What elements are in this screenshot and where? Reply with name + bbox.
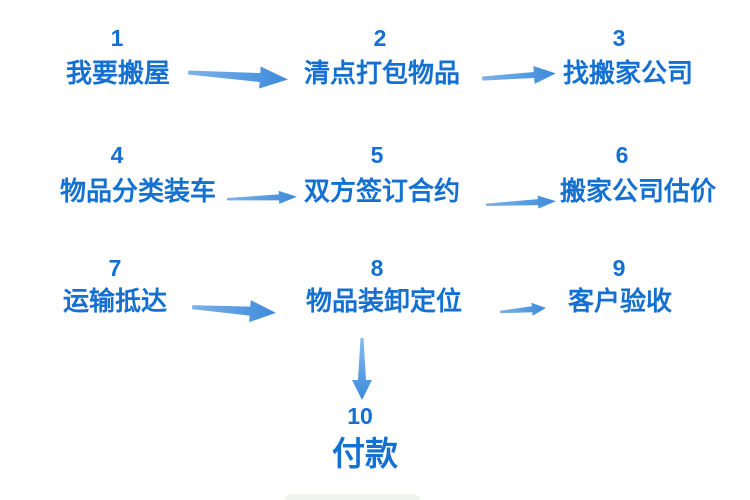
step-10-number: 10: [347, 403, 373, 429]
arrow-right-icon: [187, 66, 288, 89]
arrow-right-icon: [481, 65, 556, 84]
step-2-number: 2: [373, 25, 387, 51]
bottom-cutoff-shape: [285, 494, 420, 500]
step-3-label: 找搬家公司: [562, 58, 694, 88]
step-9-number: 9: [612, 255, 626, 281]
step-8-label: 物品装卸定位: [305, 286, 463, 316]
step-1-number: 1: [110, 25, 124, 51]
arrow-right-icon: [191, 300, 276, 323]
step-10-label: 付款: [332, 435, 398, 472]
step-5-number: 5: [370, 142, 384, 168]
step-2-label: 清点打包物品: [303, 58, 461, 88]
step-4-number: 4: [110, 142, 124, 168]
step-5-label: 双方签订合约: [303, 176, 461, 206]
step-6-label: 搬家公司估价: [559, 176, 717, 206]
step-1-label: 我要搬屋: [65, 58, 171, 88]
step-7-label: 运输抵达: [62, 286, 168, 316]
arrow-right-icon: [485, 195, 556, 209]
arrow-down-icon: [352, 338, 372, 400]
arrow-right-icon: [226, 190, 297, 204]
arrow-right-icon: [499, 302, 546, 316]
step-4-label: 物品分类装车: [59, 176, 217, 206]
step-3-number: 3: [612, 25, 626, 51]
step-7-number: 7: [108, 255, 122, 281]
step-9-label: 客户验收: [567, 286, 673, 316]
step-6-number: 6: [615, 142, 629, 168]
step-8-number: 8: [370, 255, 384, 281]
